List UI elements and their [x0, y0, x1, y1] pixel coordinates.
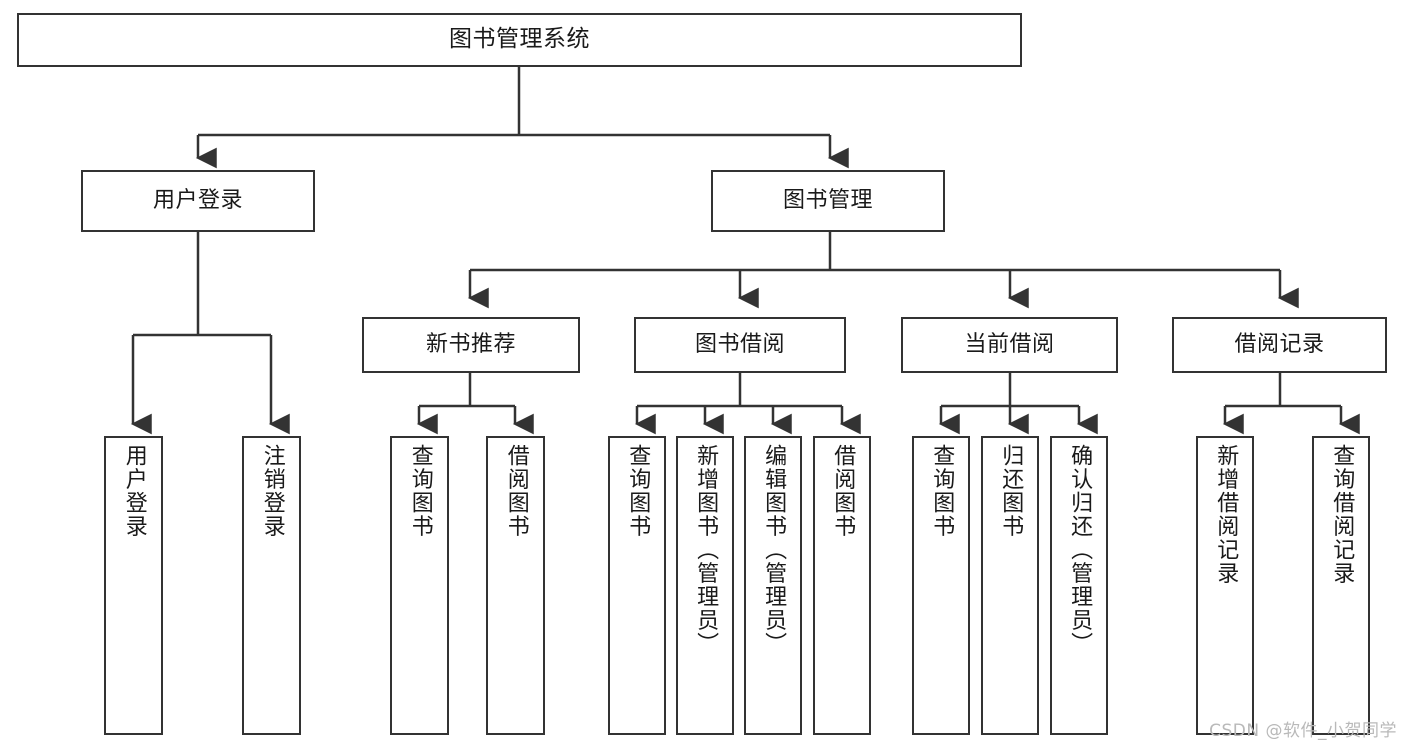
- node-label: 归还图书: [998, 444, 1024, 538]
- node-label: 图书管理系统: [449, 26, 590, 53]
- leaf-current-return-book[interactable]: 归还图书: [981, 436, 1039, 735]
- leaf-records-query-record[interactable]: 查询借阅记录: [1312, 436, 1370, 735]
- leaf-borrow-borrow-book[interactable]: 借阅图书: [813, 436, 871, 735]
- node-current-borrow[interactable]: 当前借阅: [901, 317, 1118, 373]
- node-label: 编辑图书（管理员）: [761, 444, 787, 656]
- node-label: 借阅记录: [1234, 331, 1325, 357]
- node-label: 查询图书: [407, 444, 433, 538]
- node-label: 注销登录: [259, 444, 285, 538]
- leaf-borrow-query-book[interactable]: 查询图书: [608, 436, 666, 735]
- leaf-logout[interactable]: 注销登录: [242, 436, 301, 735]
- node-label: 借阅图书: [503, 444, 529, 538]
- leaf-new-borrow-book[interactable]: 借阅图书: [486, 436, 545, 735]
- node-label: 图书管理: [782, 187, 873, 213]
- leaf-records-add-record[interactable]: 新增借阅记录: [1196, 436, 1254, 735]
- node-borrow-records[interactable]: 借阅记录: [1172, 317, 1387, 373]
- node-label: 图书借阅: [694, 331, 785, 357]
- node-label: 用户登录: [121, 444, 147, 538]
- node-label: 查询借阅记录: [1329, 444, 1355, 585]
- node-label: 确认归还（管理员）: [1067, 444, 1093, 656]
- leaf-current-query-book[interactable]: 查询图书: [912, 436, 970, 735]
- node-label: 新增借阅记录: [1213, 444, 1239, 585]
- node-book-borrow[interactable]: 图书借阅: [634, 317, 846, 373]
- node-label: 借阅图书: [830, 444, 856, 538]
- node-new-book-recommend[interactable]: 新书推荐: [362, 317, 580, 373]
- node-label: 新书推荐: [425, 331, 516, 357]
- leaf-current-confirm-return-admin[interactable]: 确认归还（管理员）: [1050, 436, 1108, 735]
- leaf-user-login[interactable]: 用户登录: [104, 436, 163, 735]
- node-label: 当前借阅: [964, 331, 1055, 357]
- leaf-borrow-add-book-admin[interactable]: 新增图书（管理员）: [676, 436, 734, 735]
- node-label: 用户登录: [152, 187, 243, 213]
- node-label: 查询图书: [625, 444, 651, 538]
- node-user-login[interactable]: 用户登录: [81, 170, 315, 232]
- leaf-new-query-book[interactable]: 查询图书: [390, 436, 449, 735]
- node-root-system[interactable]: 图书管理系统: [17, 13, 1022, 67]
- watermark-text: CSDN @软件_小贺同学: [1209, 721, 1397, 741]
- leaf-borrow-edit-book-admin[interactable]: 编辑图书（管理员）: [744, 436, 802, 735]
- node-book-management[interactable]: 图书管理: [711, 170, 945, 232]
- node-label: 新增图书（管理员）: [693, 444, 719, 656]
- node-label: 查询图书: [929, 444, 955, 538]
